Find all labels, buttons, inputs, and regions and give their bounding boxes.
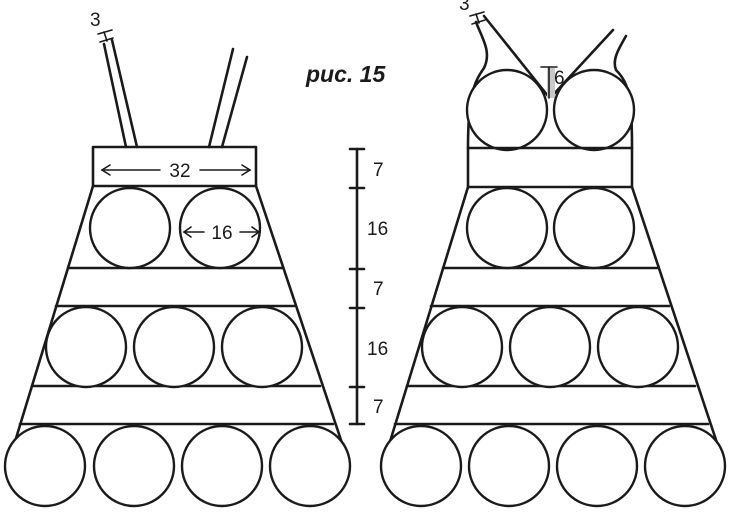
neck-gap-label: 6 (554, 68, 565, 89)
circle-motif (44, 305, 128, 389)
circle-motif (467, 424, 551, 508)
right-dress: 3 6 (379, 0, 727, 508)
right-strap-width-label: 3 (459, 0, 470, 15)
circle-motif (420, 305, 504, 389)
vertical-scale: 7 16 7 16 7 (348, 147, 388, 426)
circle-motif (465, 186, 549, 270)
right-circles-row-2 (420, 305, 680, 389)
left-strap-width-mark: 3 (90, 10, 114, 43)
scale-segment-label: 7 (373, 397, 384, 418)
circle-motif (379, 424, 463, 508)
circle-motif (92, 424, 176, 508)
circle-motif (88, 186, 172, 270)
left-circle-diameter: 16 (182, 223, 261, 244)
right-waistband (466, 146, 634, 189)
circle-motif (643, 424, 727, 508)
circle-motif (508, 305, 592, 389)
left-dress: 3 32 16 (3, 10, 352, 508)
scale-segment-label: 7 (373, 160, 384, 181)
circle-motif (268, 424, 352, 508)
right-strap-width-mark: 3 (459, 0, 486, 25)
left-strap-width-label: 3 (90, 10, 101, 31)
right-neck-gap: 6 (540, 66, 565, 99)
circle-motif (596, 305, 680, 389)
circle-motif (178, 186, 262, 270)
left-circles-row-1 (88, 186, 262, 270)
left-waistband-dimension: 32 (100, 161, 252, 182)
figure-title: рис. 15 (305, 61, 386, 87)
circle-motif (3, 424, 87, 508)
left-dress-straps (102, 38, 249, 149)
circle-motif (465, 68, 549, 152)
left-waistband (91, 145, 258, 188)
circle-motif (552, 186, 636, 270)
neck-gap-fill (547, 68, 555, 98)
left-waistband-width-label: 32 (169, 161, 190, 182)
circle-motif (180, 424, 264, 508)
circle-motif (552, 68, 636, 152)
right-circles-row-3 (379, 424, 727, 508)
right-circles-row-1 (465, 186, 636, 270)
scale-segment-label: 16 (367, 339, 388, 360)
circle-motif (220, 305, 304, 389)
circle-diameter-label: 16 (211, 223, 232, 244)
circle-motif (132, 305, 216, 389)
circle-motif (555, 424, 639, 508)
right-bodice-cups (465, 68, 636, 152)
scale-segment-label: 16 (367, 219, 388, 240)
left-circles-row-3 (3, 424, 352, 508)
scale-segment-label: 7 (373, 279, 384, 300)
left-circles-row-2 (44, 305, 304, 389)
